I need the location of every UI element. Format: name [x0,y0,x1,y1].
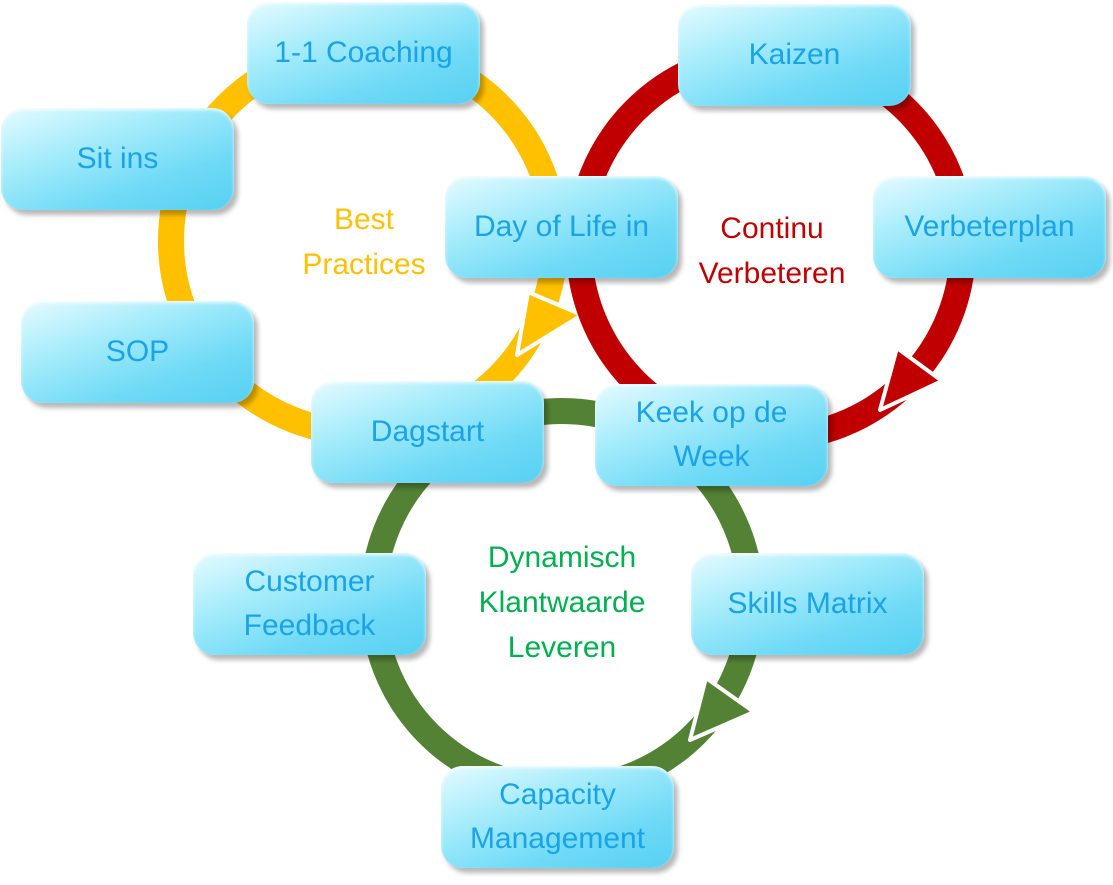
skills-matrix-box[interactable]: Skills Matrix [691,553,924,655]
capacity-management-box[interactable]: Capacity Management [441,766,674,868]
continu-verbeteren-label: Continu Verbeteren [698,212,846,290]
coaching-box[interactable]: 1-1 Coaching [247,2,480,104]
dagstart-box[interactable]: Dagstart [311,381,544,483]
dynamisch-klantwaarde-arrowhead [688,676,756,742]
sit-ins-box[interactable]: Sit ins [1,108,234,210]
best-practices-arrowhead [515,290,584,357]
best-practices-label: Best Practices [302,203,426,281]
day-of-life-box[interactable]: Day of Life in [445,176,678,278]
kaizen-box[interactable]: Kaizen [678,4,911,106]
keek-op-de-week-box[interactable]: Keek op de Week [595,384,828,486]
dynamisch-klantwaarde-label: Dynamisch Klantwaarde Leveren [478,541,646,664]
verbeterplan-box[interactable]: Verbeterplan [873,176,1106,278]
customer-feedback-box[interactable]: Customer Feedback [193,553,426,655]
continu-verbeteren-arrowhead [878,346,944,412]
sop-box[interactable]: SOP [21,301,254,403]
